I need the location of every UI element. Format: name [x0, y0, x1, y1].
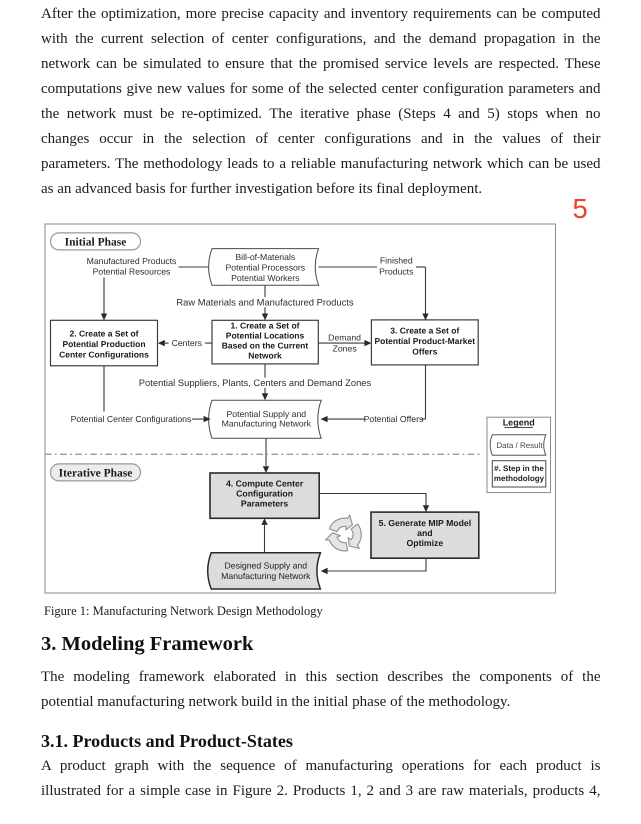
svg-text:Raw Materials and Manufactured: Raw Materials and Manufactured Products: [176, 297, 353, 308]
svg-text:Optimize: Optimize: [407, 538, 444, 548]
svg-text:methodology: methodology: [494, 474, 545, 483]
svg-text:Network: Network: [248, 351, 282, 361]
svg-text:4. Compute Center: 4. Compute Center: [226, 479, 304, 489]
svg-text:Centers: Centers: [172, 338, 203, 348]
svg-text:Zones: Zones: [333, 344, 358, 354]
svg-text:Initial Phase: Initial Phase: [65, 237, 127, 249]
svg-text:3. Create a Set of: 3. Create a Set of: [390, 326, 459, 336]
svg-text:1. Create a Set of: 1. Create a Set of: [231, 320, 300, 330]
svg-text:Designed Supply and: Designed Supply and: [225, 561, 308, 571]
svg-text:Manufacturing Network: Manufacturing Network: [222, 419, 312, 429]
svg-text:Potential Production: Potential Production: [62, 339, 145, 349]
svg-text:Center Configurations: Center Configurations: [59, 349, 149, 359]
svg-text:Potential Locations: Potential Locations: [226, 330, 305, 340]
svg-text:Data / Result: Data / Result: [496, 441, 543, 450]
svg-text:Manufactured Products: Manufactured Products: [87, 256, 177, 266]
svg-text:Offers: Offers: [412, 346, 437, 356]
svg-text:Finished: Finished: [380, 256, 413, 266]
svg-text:Based on the Current: Based on the Current: [222, 341, 309, 351]
svg-text:Bill-of-Materials: Bill-of-Materials: [235, 252, 296, 262]
svg-text:Potential Resources: Potential Resources: [93, 266, 171, 276]
svg-text:2. Create a Set of: 2. Create a Set of: [70, 329, 139, 339]
svg-text:Potential Processors: Potential Processors: [225, 263, 305, 273]
svg-text:Parameters: Parameters: [241, 499, 289, 509]
svg-text:Configuration: Configuration: [236, 489, 293, 499]
svg-text:Legend: Legend: [503, 418, 535, 428]
svg-text:and: and: [417, 528, 432, 538]
svg-text:Potential Offers: Potential Offers: [364, 414, 424, 424]
svg-text:Potential Suppliers, Plants, C: Potential Suppliers, Plants, Centers and…: [139, 377, 372, 388]
svg-text:Products: Products: [379, 267, 414, 277]
svg-text:Potential Supply and: Potential Supply and: [226, 409, 306, 419]
svg-text:Potential Product-Market: Potential Product-Market: [374, 336, 475, 346]
svg-text:Iterative Phase: Iterative Phase: [59, 468, 133, 480]
svg-text:5. Generate MIP Model: 5. Generate MIP Model: [379, 518, 472, 528]
svg-text:Potential Workers: Potential Workers: [231, 273, 300, 283]
svg-text:#. Step in the: #. Step in the: [494, 464, 544, 473]
svg-text:Demand: Demand: [328, 332, 361, 342]
svg-text:Potential Center Configuration: Potential Center Configurations: [71, 414, 192, 424]
svg-text:Manufacturing Network: Manufacturing Network: [221, 571, 311, 581]
